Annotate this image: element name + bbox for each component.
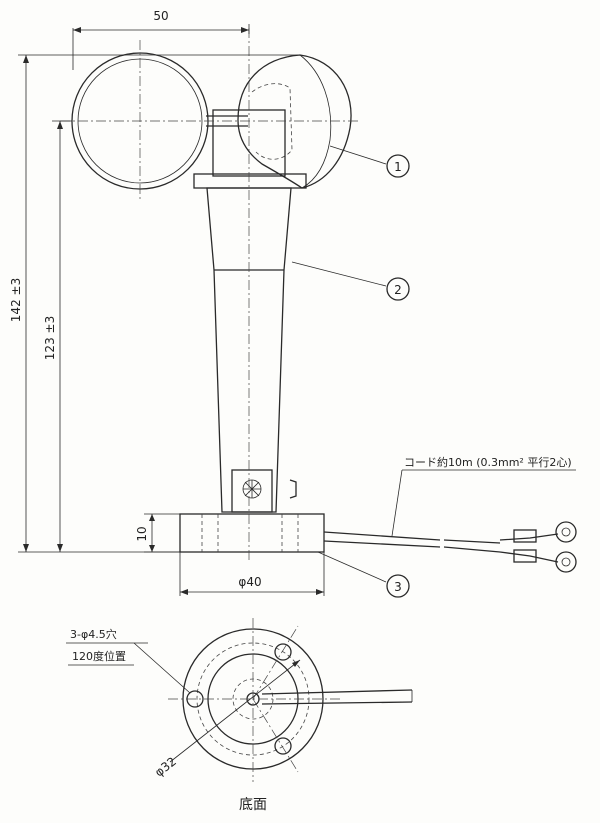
cord-split bbox=[499, 533, 559, 563]
dim-height-total: 142 ±3 bbox=[9, 278, 23, 322]
bottom-cord bbox=[261, 689, 413, 705]
ring-terminal-1 bbox=[555, 521, 577, 543]
svg-text:1: 1 bbox=[394, 160, 402, 174]
cable-gland bbox=[231, 469, 273, 513]
terminal-sleeve-1 bbox=[513, 529, 537, 543]
mounting-hole-2 bbox=[274, 643, 292, 661]
ring-terminal-2 bbox=[555, 551, 577, 573]
right-cup-hidden-line bbox=[251, 83, 293, 160]
dim-base-diameter: φ40 bbox=[238, 575, 261, 589]
dim-height-cup: 123 ±3 bbox=[43, 316, 57, 360]
part-label-3 bbox=[386, 574, 410, 598]
side-nub bbox=[289, 479, 297, 499]
hole-position-annotation: 120度位置 bbox=[72, 649, 126, 663]
bottom-view-label: 底面 bbox=[239, 797, 267, 813]
dim-base-height: 10 bbox=[135, 526, 149, 541]
svg-text:3: 3 bbox=[394, 580, 402, 594]
right-cup-rim bbox=[299, 54, 332, 189]
terminal-sleeve-2 bbox=[513, 549, 537, 563]
svg-text:2: 2 bbox=[394, 283, 402, 297]
dim-width-top: 50 bbox=[153, 9, 168, 23]
mounting-hole-3 bbox=[274, 737, 292, 755]
part-label-1 bbox=[386, 154, 410, 178]
right-cup-shell bbox=[237, 54, 352, 189]
holes-annotation: 3-φ4.5穴 bbox=[70, 627, 117, 641]
cord-annotation: コード約10m (0.3mm² 平行2心) bbox=[404, 455, 572, 469]
part-label-2 bbox=[386, 277, 410, 301]
base-block bbox=[179, 513, 325, 553]
cord bbox=[323, 531, 441, 548]
